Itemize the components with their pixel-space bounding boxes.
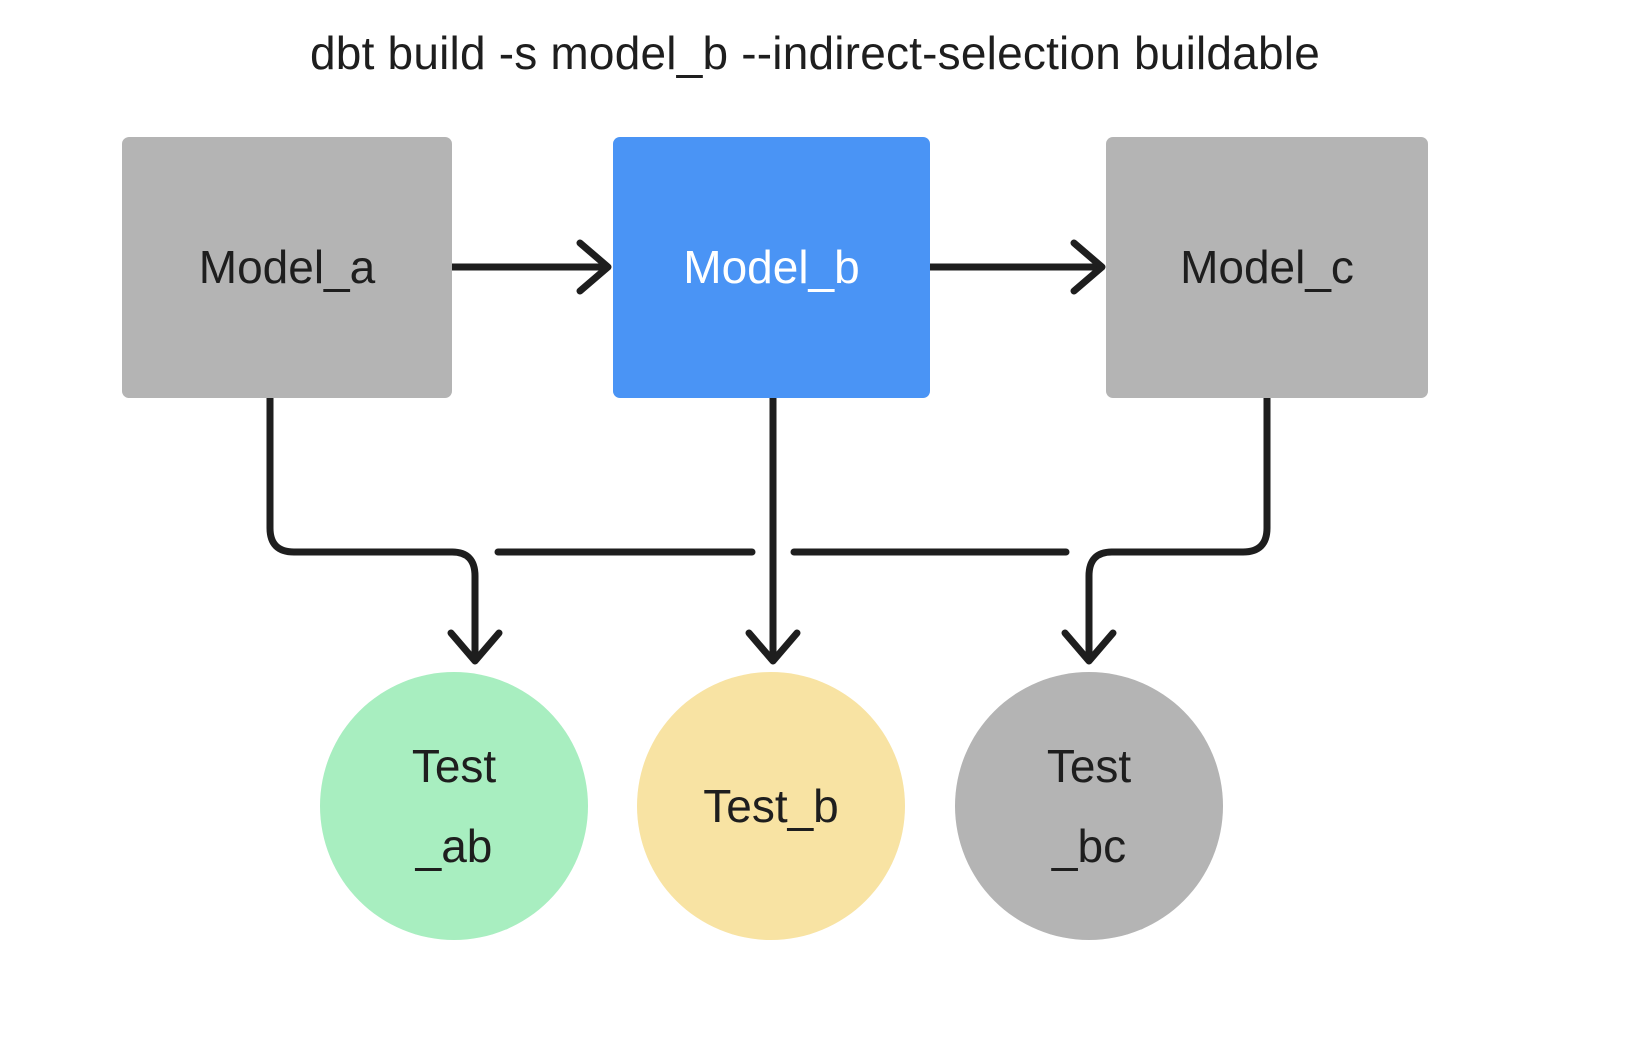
node-test-ab-label: Test _ab [411, 739, 497, 873]
node-test-bc-label: Test _bc [1046, 739, 1132, 873]
node-model-b-label: Model_b [683, 241, 860, 294]
edge-model-b-to-model-c [926, 239, 1106, 295]
node-model-c-label: Model_c [1180, 241, 1354, 294]
edge-bus-to-test-ab [447, 548, 503, 665]
edge-model-b-to-test-b [745, 394, 801, 665]
node-model-c[interactable]: Model_c [1106, 137, 1428, 398]
node-test-bc[interactable]: Test _bc [955, 672, 1223, 940]
node-test-b-label: Test_b [703, 779, 839, 832]
node-model-a-label: Model_a [198, 241, 376, 294]
edge-model-c-to-test-bc [1108, 394, 1271, 556]
edge-bus-to-test-bc [1061, 548, 1117, 665]
node-model-b[interactable]: Model_b [613, 137, 930, 398]
node-test-b[interactable]: Test_b [637, 672, 905, 940]
edge-model-a-to-model-b [448, 239, 612, 295]
node-model-a[interactable]: Model_a [122, 137, 452, 398]
diagram-title: dbt build -s model_b --indirect-selectio… [310, 27, 1320, 79]
edge-model-a-to-test-ab [266, 394, 456, 556]
node-test-ab[interactable]: Test _ab [320, 672, 588, 940]
